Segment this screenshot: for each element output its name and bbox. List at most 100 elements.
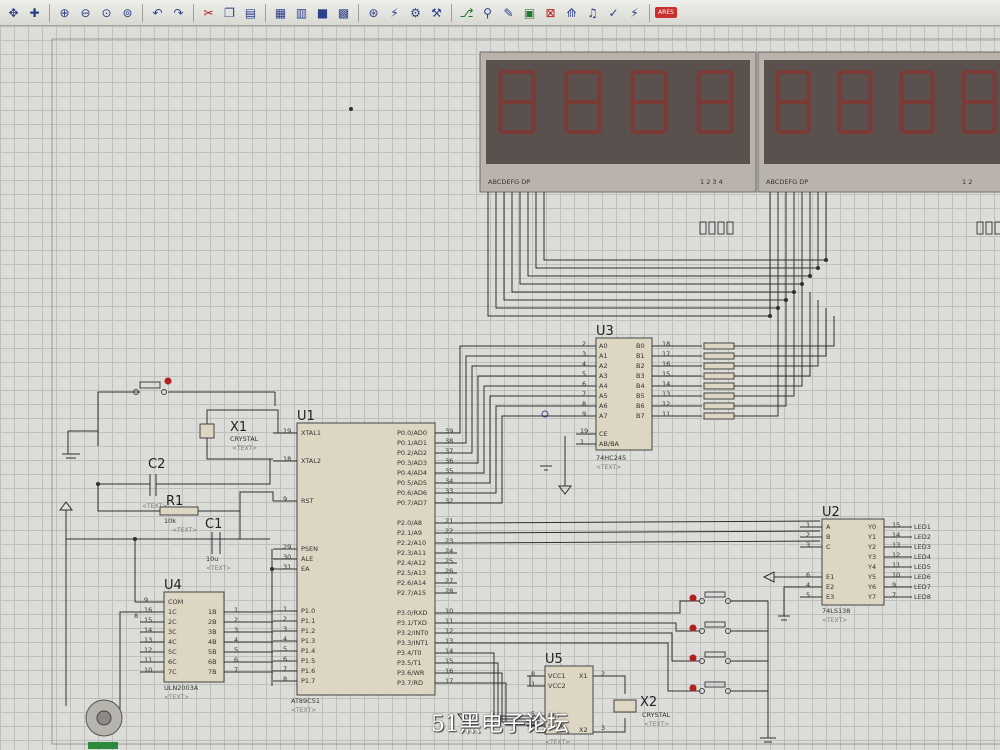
u1-pin-label: P1.6	[301, 667, 315, 675]
pin	[725, 598, 731, 604]
cut-icon[interactable]: ✂	[203, 5, 214, 20]
u3-body[interactable]	[595, 337, 653, 451]
wire	[457, 632, 700, 662]
remove-sheet-icon[interactable]: ⊠	[545, 5, 556, 20]
u1-pin-label: P2.0/A8	[397, 519, 422, 527]
pin	[725, 628, 731, 634]
u4-pin-label: COM	[168, 598, 183, 606]
reset-button[interactable]	[139, 381, 161, 389]
u4-text: <TEXT>	[164, 694, 189, 701]
u4-body[interactable]	[163, 591, 225, 683]
clock-reset-network: X1CRYSTAL<TEXT>C2<TEXT>R110k<TEXT>C110u<…	[62, 377, 279, 572]
u1-pin-number: 8	[283, 675, 287, 683]
u1-body[interactable]	[296, 422, 436, 696]
u1-pin-label: PSEN	[301, 545, 318, 553]
wire	[198, 491, 274, 512]
u1-pin-number: 39	[445, 427, 453, 435]
wire	[457, 375, 576, 464]
wire	[734, 276, 795, 397]
u1-pin-number: 4	[283, 635, 287, 643]
display-bus	[487, 192, 1000, 318]
junction-dot	[824, 258, 828, 262]
zoom-out-icon[interactable]: ⊖	[80, 5, 91, 20]
u4-pin-number: 8	[134, 612, 138, 620]
view-bom-icon[interactable]: ♫	[587, 5, 598, 20]
u3-pin-number: 9	[582, 410, 586, 418]
u5-pin-label: SCLK	[548, 722, 565, 730]
digit-resistor	[994, 221, 1000, 235]
display-window	[764, 60, 1000, 164]
move-icon[interactable]: ✚	[29, 5, 40, 20]
property-tool-icon[interactable]: ✎	[503, 5, 514, 20]
zoom-area-icon[interactable]: ⊚	[122, 5, 133, 20]
undo-icon[interactable]: ↶	[152, 5, 163, 20]
paste-icon[interactable]: ▤	[244, 5, 257, 20]
pin	[725, 688, 731, 694]
copy-icon[interactable]: ❐	[224, 5, 235, 20]
junction-dot	[808, 274, 812, 278]
u3-dir-label: AB/BA	[599, 440, 620, 448]
u3-pin-number: 14	[662, 380, 670, 388]
u2-pin-number: 6	[806, 571, 810, 579]
electrical-check-icon[interactable]: ✓	[608, 5, 619, 20]
toolbar-separator	[649, 3, 650, 22]
ares-icon[interactable]: ARES	[655, 7, 677, 18]
pick-device-icon[interactable]: ⊛	[368, 5, 379, 20]
u3-pin-number: 7	[582, 390, 586, 398]
u1-pin-label: P2.2/A10	[397, 539, 426, 547]
zoom-all-icon[interactable]: ⊙	[101, 5, 112, 20]
x2-crystal[interactable]	[613, 699, 637, 713]
block-copy-icon[interactable]: ▦	[274, 5, 287, 20]
packaging-tool-icon[interactable]: ⚙	[410, 5, 421, 20]
u2-body[interactable]	[821, 518, 885, 606]
exit-to-parent-icon[interactable]: ⟰	[566, 5, 577, 20]
wire-autorouter-icon[interactable]: ⎇	[459, 5, 474, 20]
u1-pin-label: P1.2	[301, 627, 315, 635]
segment-resistor	[703, 402, 735, 410]
push-button[interactable]	[704, 621, 726, 628]
x2-ref: X2	[640, 695, 657, 710]
r1-resistor[interactable]	[159, 506, 199, 516]
search-icon[interactable]: ⚲	[483, 5, 492, 20]
u2-pin-label: Y3	[867, 553, 876, 561]
u5-pin-number: 1	[531, 680, 535, 688]
push-button[interactable]	[704, 681, 726, 688]
wire	[97, 484, 160, 512]
push-button[interactable]	[704, 591, 726, 598]
key-buttons[interactable]	[689, 591, 777, 743]
make-device-icon[interactable]: ⚡	[390, 5, 399, 20]
wire	[457, 395, 576, 484]
toolbar-separator	[142, 3, 143, 22]
u1-pin-number: 15	[445, 657, 453, 665]
redo-icon[interactable]: ↷	[173, 5, 184, 20]
u5-body[interactable]	[544, 665, 594, 735]
zoom-in-icon[interactable]: ⊕	[59, 5, 70, 20]
wire	[535, 192, 818, 269]
wire	[97, 391, 140, 446]
block-delete-icon[interactable]: ▩	[337, 5, 350, 20]
toolbar-separator	[193, 3, 194, 22]
decompose-icon[interactable]: ⚒	[431, 5, 442, 20]
junction-dot	[270, 567, 274, 571]
netlist-icon[interactable]: ⚡	[630, 5, 639, 20]
c1-text: <TEXT>	[206, 565, 231, 572]
block-rotate-icon[interactable]: ■	[316, 5, 329, 20]
block-move-icon[interactable]: ▥	[295, 5, 308, 20]
u4-pin-label: 2B	[208, 618, 217, 626]
u2-part: 74LS138	[822, 607, 850, 615]
u3-pin-number: 15	[662, 370, 670, 378]
pointer-icon[interactable]: ✥	[8, 5, 19, 20]
x1-crystal[interactable]	[199, 423, 215, 439]
push-button[interactable]	[704, 651, 726, 658]
new-sheet-icon[interactable]: ▣	[523, 5, 536, 20]
u3-pin-label: A6	[599, 402, 608, 410]
u1-at89c51[interactable]: U1XTAL119XTAL218RST9PSEN29ALE30EA31P1.01…	[59, 345, 821, 726]
